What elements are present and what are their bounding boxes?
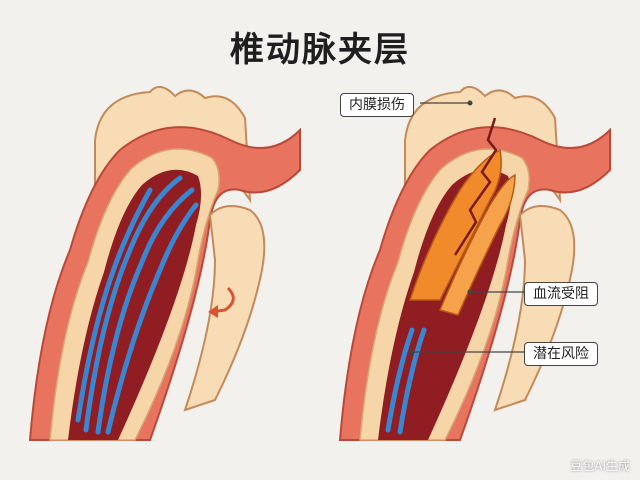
left-bone-column — [183, 205, 266, 412]
left-blood-flow — [75, 175, 199, 435]
callout-intima-dot — [467, 100, 473, 106]
left-lumen — [68, 169, 202, 440]
callout-flow-dot — [467, 289, 473, 295]
left-flow-arrow-icon — [211, 286, 235, 314]
intima-tear — [453, 117, 498, 256]
right-bone-column — [493, 205, 576, 412]
callout-risk-dot — [409, 349, 415, 355]
right-vessel — [338, 85, 611, 441]
watermark: 豆包AI生成 — [570, 459, 630, 473]
page-title: 椎动脉夹层 — [230, 30, 410, 70]
right-blood-flow — [385, 327, 427, 435]
left-flow-arrow-head-icon — [208, 305, 218, 318]
dissection-flap — [408, 148, 502, 301]
label-latent-risk: 潜在风险 — [524, 342, 598, 366]
left-vessel — [28, 85, 301, 441]
label-blood-flow-blocked: 血流受阻 — [524, 282, 598, 306]
label-intima-damage: 内膜损伤 — [340, 93, 414, 117]
dissection-flap-2 — [438, 173, 516, 316]
